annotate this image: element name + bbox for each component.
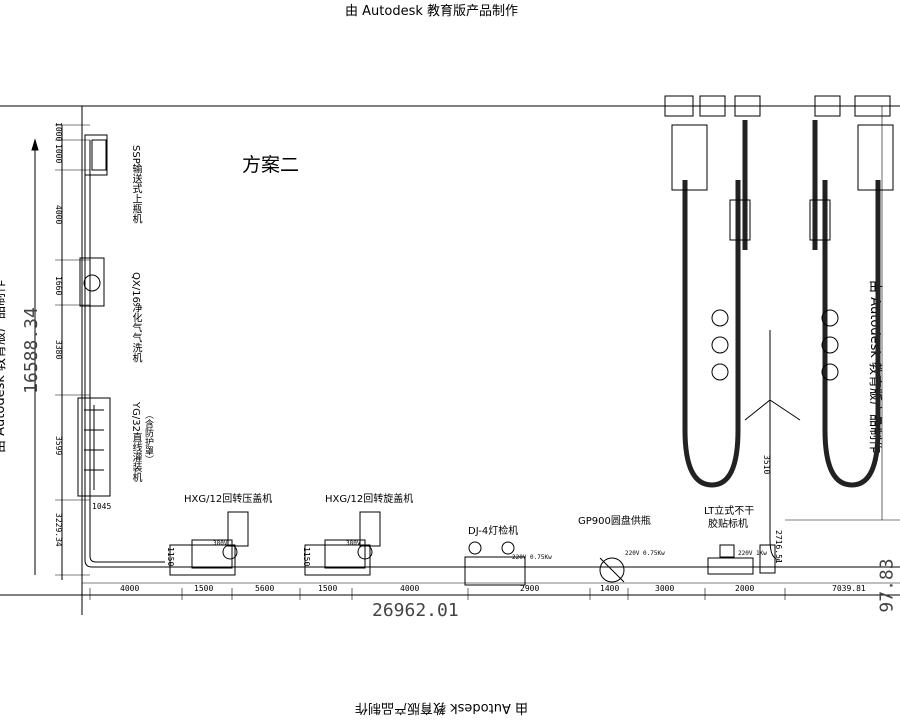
label-hxg-press: HXG/12回转压盖机 [184,494,273,505]
left-dim-8: 1045 [92,502,112,511]
misc-dim-1150-a: 1150 [166,547,175,567]
label-gp900: GP900圆盘供瓶 [578,516,651,527]
bottom-dim-7: 1400 [600,584,620,593]
misc-dim-1150-b: 1150 [302,547,311,567]
bottom-dim-8: 3000 [655,584,675,593]
left-dim-5: 3380 [54,340,63,360]
label-qx16: QX/16净化气气洗机 [130,272,141,363]
left-dim-1: 1000 [54,122,63,142]
label-ssp: SSP输送式上瓶机 [130,145,141,224]
label-lt-line2: 胶贴标机 [708,519,748,530]
power-lt: 220V 1Kw [738,550,767,557]
label-yg32: YG/32直线灌装机 [130,402,141,482]
label-lt-line1: LT立式不干 [704,506,755,517]
plan-title: 方案二 [242,154,300,176]
total-height-dim: 16588.34 [20,307,42,394]
left-dim-7: 3229.34 [54,513,63,547]
power-hxg-press: 380V [213,540,228,547]
power-dj4: 220V 0.75Kw [512,554,552,561]
power-gp900: 220V 0.75Kw [625,550,665,557]
left-dim-2: 1000 [54,144,63,164]
label-yg32-note: （含防护罩） [143,410,153,464]
left-dim-6: 3599 [54,436,63,456]
bottom-dim-10: 7039.81 [832,584,866,593]
label-dj4: DJ-4灯检机 [468,526,519,537]
label-hxg-rotate: HXG/12回转旋盖机 [325,494,414,505]
bottom-dim-5: 4000 [400,584,420,593]
total-length-dim: 26962.01 [372,600,459,621]
misc-dim-3510: 3510 [762,455,771,475]
left-dim-4: 1660 [54,276,63,296]
bottom-dim-6: 2900 [520,584,540,593]
watermark-top: 由 Autodesk 教育版产品制作 [345,4,518,19]
bottom-dim-4: 1500 [318,584,338,593]
bottom-dim-9: 2000 [735,584,755,593]
misc-dim-2716: 2716.51 [774,530,783,564]
left-dim-3: 4000 [54,205,63,225]
bottom-dim-1: 4000 [120,584,140,593]
bottom-dim-2: 1500 [194,584,214,593]
right-partial-dim: 97.83 [876,558,898,613]
power-hxg-rotate: 380V [346,540,361,547]
bottom-dim-3: 5600 [255,584,275,593]
